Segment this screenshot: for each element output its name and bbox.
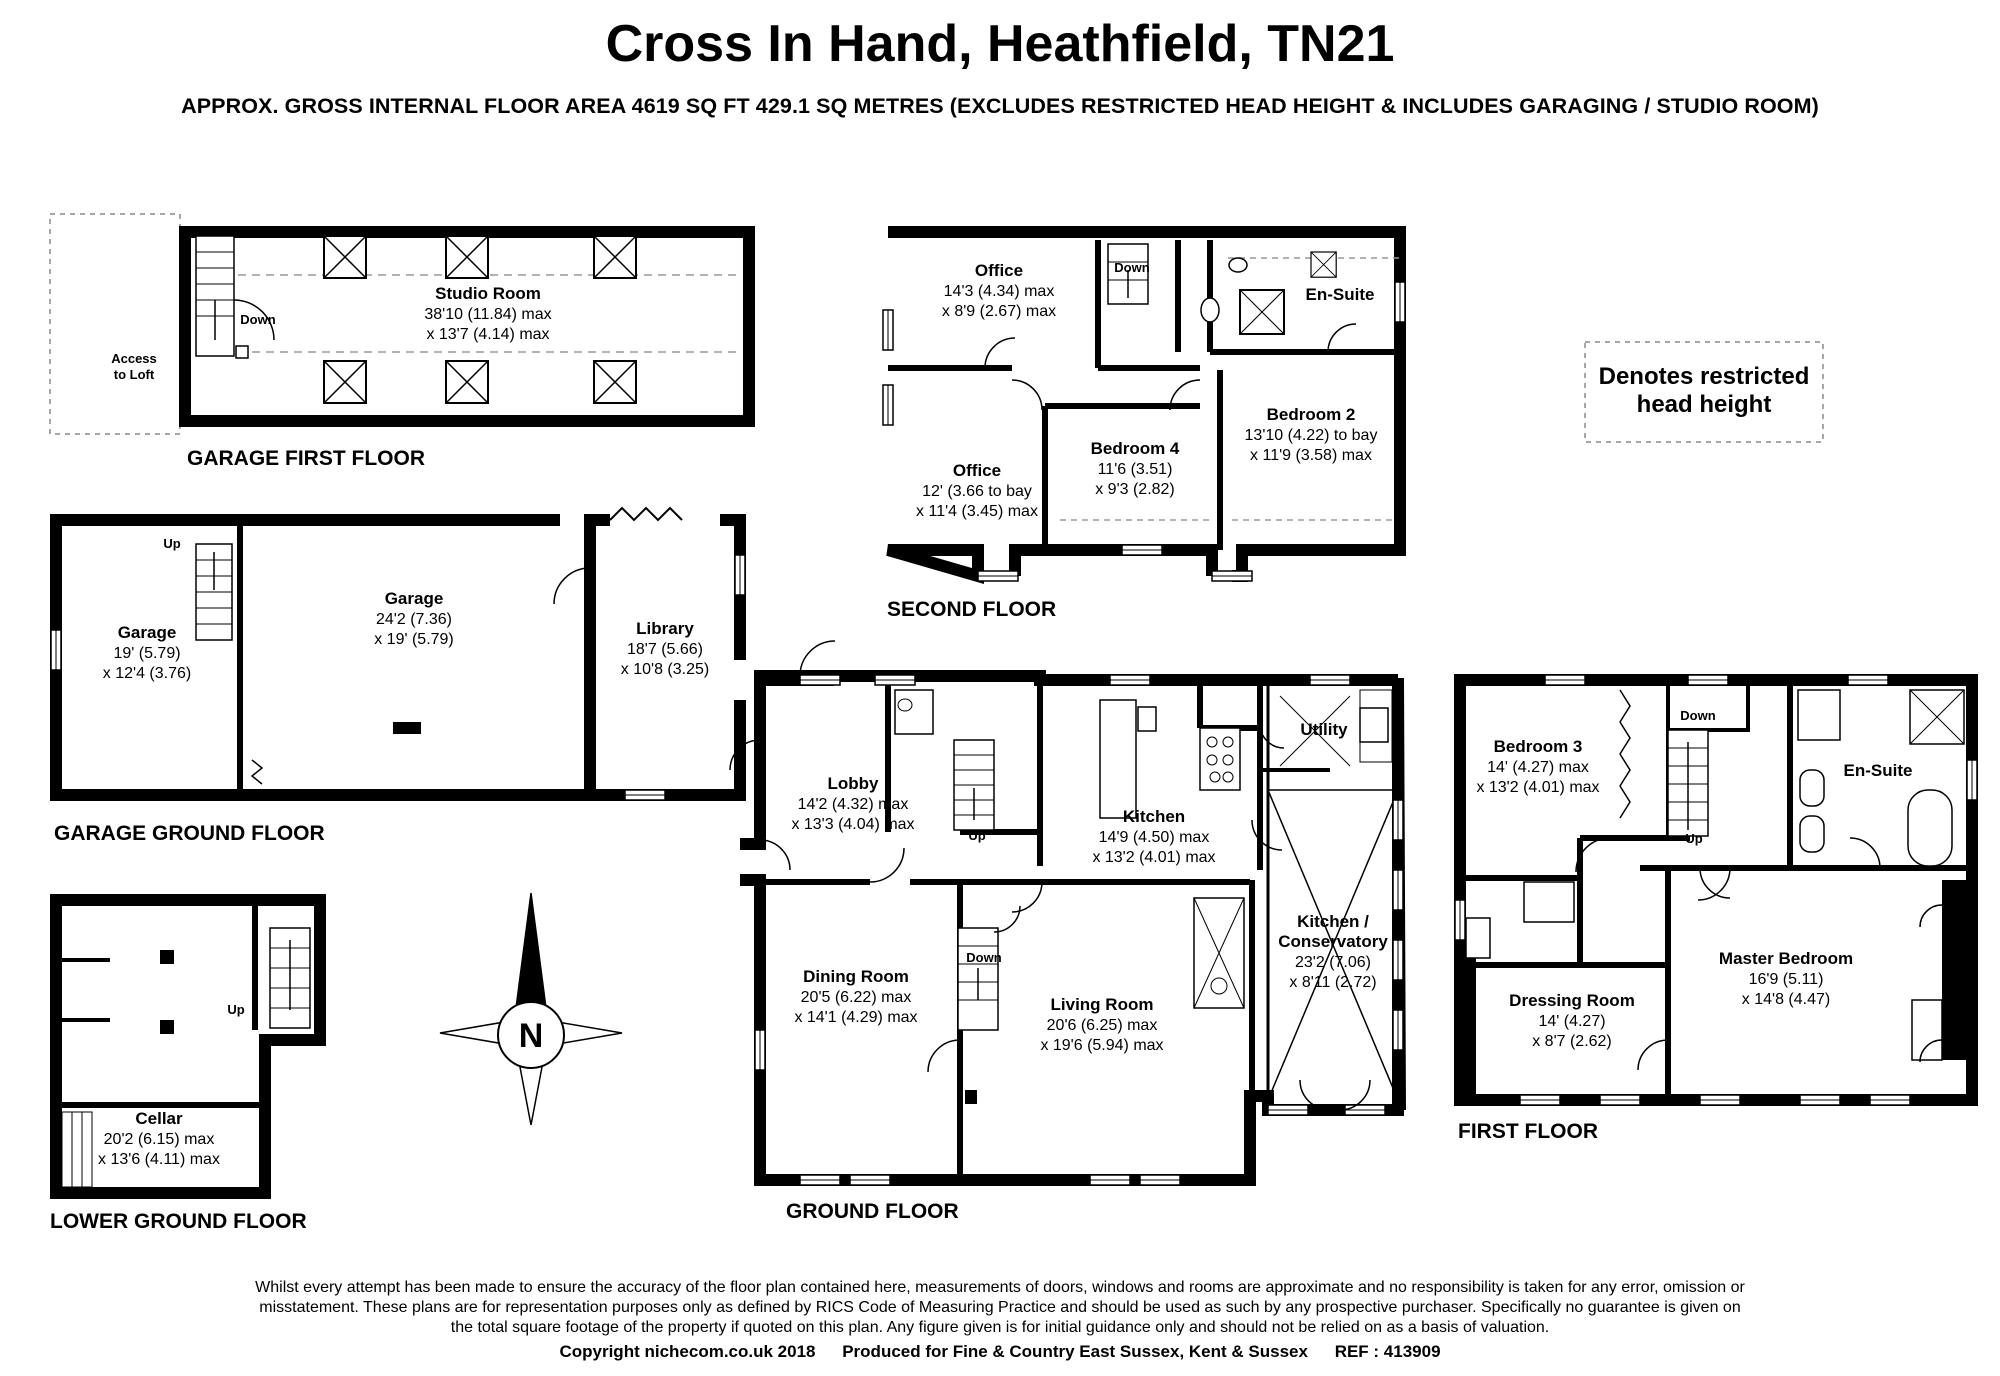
- garage-first-floor: Studio Room 38'10 (11.84) max x 13'7 (4.…: [49, 213, 755, 470]
- living-room-label: Living Room: [1051, 995, 1154, 1014]
- library-dim2: x 10'8 (3.25): [621, 661, 709, 678]
- ground-floor: Lobby 14'2 (4.32) max x 13'3 (4.04) max …: [729, 640, 1406, 1223]
- stairs-icon: [953, 739, 995, 831]
- studio-room-dim1: 38'10 (11.84) max: [424, 306, 551, 323]
- garage-small-dim2: x 12'4 (3.76): [103, 665, 191, 682]
- garage-large-dim1: 24'2 (7.36): [376, 611, 452, 628]
- bedroom-3-label: Bedroom 3: [1494, 737, 1583, 756]
- kitchen-label: Kitchen: [1123, 807, 1185, 826]
- legend-line-1: Denotes restricted: [1599, 363, 1810, 390]
- dressing-room-label: Dressing Room: [1509, 991, 1635, 1010]
- studio-room-label: Studio Room: [435, 284, 541, 303]
- master-bedroom-label: Master Bedroom: [1719, 949, 1853, 968]
- stairs-icon: [957, 927, 999, 1031]
- lower-ground-floor: Up Cellar 20'2 (6.15) max x 13'6 (4.11) …: [50, 894, 326, 1233]
- floor-label-lower-ground: LOWER GROUND FLOOR: [50, 1210, 307, 1233]
- bedroom-3-dim2: x 13'2 (4.01) max: [1476, 779, 1599, 796]
- conservatory-label-1: Kitchen /: [1297, 912, 1369, 931]
- lobby-dim1: 14'2 (4.32) max: [798, 796, 909, 813]
- dressing-room-dim1: 14' (4.27): [1538, 1013, 1605, 1030]
- garage-small-label: Garage: [118, 623, 177, 642]
- page-title: Cross In Hand, Heathfield, TN21: [605, 15, 1395, 73]
- lobby-dim2: x 13'3 (4.04) max: [791, 816, 914, 833]
- master-bedroom-dim1: 16'9 (5.11): [1749, 971, 1824, 988]
- utility-label: Utility: [1300, 720, 1348, 739]
- bedroom-4-dim2: x 9'3 (2.82): [1095, 481, 1175, 498]
- stairs-up-label-4: Up: [1685, 831, 1702, 846]
- floor-label-garage-first: GARAGE FIRST FLOOR: [187, 447, 425, 470]
- disclaimer-line-3: the total square footage of the property…: [450, 1319, 1550, 1336]
- office-2-dim1: 12' (3.66 to bay: [922, 483, 1032, 500]
- stairs-down-label-4: Down: [1680, 708, 1715, 723]
- compass-icon: N: [439, 892, 623, 1126]
- office-1-dim1: 14'3 (4.34) max: [944, 283, 1055, 300]
- floor-label-garage-ground: GARAGE GROUND FLOOR: [54, 822, 325, 845]
- garage-large-label: Garage: [385, 589, 444, 608]
- bedroom-4-dim1: 11'6 (3.51): [1098, 461, 1173, 478]
- ensuite-2-label: En-Suite: [1306, 285, 1375, 304]
- disclaimer-line-2: misstatement. These plans are for repres…: [259, 1299, 1741, 1316]
- kitchen-dim2: x 13'2 (4.01) max: [1092, 849, 1215, 866]
- office-2-label: Office: [953, 461, 1001, 480]
- disclaimer-line-1: Whilst every attempt has been made to en…: [255, 1279, 1745, 1296]
- copyright-text: Copyright nichecom.co.uk 2018: [559, 1342, 816, 1361]
- garage-small-dim1: 19' (5.79): [113, 645, 180, 662]
- floor-area-subtitle: APPROX. GROSS INTERNAL FLOOR AREA 4619 S…: [181, 94, 1819, 118]
- library-dim1: 18'7 (5.66): [627, 641, 703, 658]
- access-loft-label-1: Access: [111, 351, 157, 366]
- disclaimer: Whilst every attempt has been made to en…: [170, 1278, 1830, 1338]
- dining-room-dim2: x 14'1 (4.29) max: [794, 1009, 917, 1026]
- office-1-dim2: x 8'9 (2.67) max: [942, 303, 1056, 320]
- bedroom-2-label: Bedroom 2: [1267, 405, 1356, 424]
- kitchen-dim1: 14'9 (4.50) max: [1099, 829, 1210, 846]
- stairs-icon: [269, 927, 311, 1029]
- stairs-up-label-2: Up: [227, 1002, 244, 1017]
- lobby-label: Lobby: [828, 774, 880, 793]
- stairs-icon: [195, 235, 235, 357]
- conservatory-label-2: Conservatory: [1278, 932, 1388, 951]
- first-floor: Bedroom 3 14' (4.27) max x 13'2 (4.01) m…: [1454, 674, 1978, 1143]
- dining-room-dim1: 20'5 (6.22) max: [801, 989, 912, 1006]
- office-1-label: Office: [975, 261, 1023, 280]
- studio-room-dim2: x 13'7 (4.14) max: [426, 326, 549, 343]
- stairs-icon: [195, 543, 233, 641]
- stairs-down-label-3: Down: [966, 950, 1001, 965]
- copyright-line: Copyright nichecom.co.uk 2018 Produced f…: [0, 1342, 2000, 1362]
- cellar-dim1: 20'2 (6.15) max: [104, 1131, 215, 1148]
- garage-ground-floor: Up Garage 19' (5.79) x 12'4 (3.76) Garag…: [50, 506, 746, 845]
- conservatory-dim1: 23'2 (7.06): [1295, 954, 1371, 971]
- cellar-label: Cellar: [135, 1109, 183, 1128]
- reference-number: REF : 413909: [1334, 1342, 1441, 1361]
- conservatory-dim2: x 8'11 (2.72): [1289, 974, 1376, 991]
- stairs-icon: [1667, 729, 1709, 837]
- compass-north-letter: N: [519, 1017, 544, 1055]
- bedroom-2-dim1: 13'10 (4.22) to bay: [1245, 427, 1378, 444]
- bedroom-2-dim2: x 11'9 (3.58) max: [1250, 447, 1372, 464]
- living-room-dim1: 20'6 (6.25) max: [1047, 1017, 1158, 1034]
- bedroom-3-dim1: 14' (4.27) max: [1487, 759, 1589, 776]
- stairs-down-label-2: Down: [1114, 260, 1149, 275]
- stairs-up-label-3: Up: [968, 828, 985, 843]
- restricted-height-legend: Denotes restricted head height: [1584, 341, 1824, 443]
- produced-for-text: Produced for Fine & Country East Sussex,…: [842, 1342, 1308, 1361]
- stairs-up-label: Up: [163, 536, 180, 551]
- dressing-room-dim2: x 8'7 (2.62): [1532, 1033, 1612, 1050]
- cellar-dim2: x 13'6 (4.11) max: [98, 1151, 220, 1168]
- floor-label-second: SECOND FLOOR: [887, 598, 1056, 621]
- stairs-down-label: Down: [240, 312, 275, 327]
- second-floor: Office 14'3 (4.34) max x 8'9 (2.67) max …: [882, 226, 1406, 621]
- floor-label-ground: GROUND FLOOR: [786, 1200, 959, 1223]
- library-label: Library: [636, 619, 694, 638]
- bedroom-4-label: Bedroom 4: [1091, 439, 1180, 458]
- access-loft-label-2: to Loft: [114, 367, 155, 382]
- legend-line-2: head height: [1637, 391, 1772, 418]
- living-room-dim2: x 19'6 (5.94) max: [1040, 1037, 1163, 1054]
- master-bedroom-dim2: x 14'8 (4.47): [1742, 991, 1830, 1008]
- office-2-dim2: x 11'4 (3.45) max: [916, 503, 1038, 520]
- garage-large-dim2: x 19' (5.79): [374, 631, 454, 648]
- ensuite-1-label: En-Suite: [1844, 761, 1913, 780]
- dining-room-label: Dining Room: [803, 967, 909, 986]
- floor-label-first: FIRST FLOOR: [1458, 1120, 1598, 1143]
